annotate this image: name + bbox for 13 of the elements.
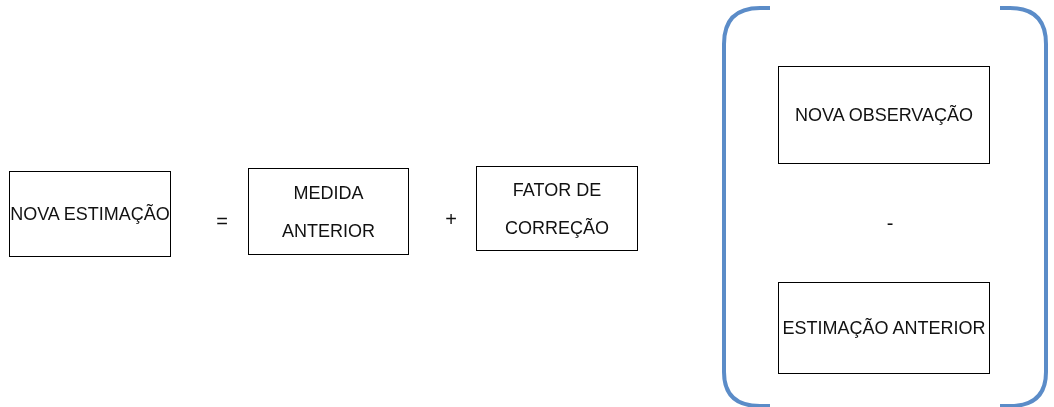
operator-sign: =: [215, 210, 229, 233]
text-box: [476, 166, 638, 251]
box-label: ESTIMAÇÃO ANTERIOR: [782, 317, 986, 340]
box-label: FATOR DE CORREÇÃO: [504, 178, 610, 240]
operator-sign: -: [885, 212, 895, 235]
box-label: NOVA ESTIMAÇÃO: [10, 203, 170, 226]
text-box: [9, 171, 171, 257]
text-box: [248, 168, 409, 255]
text-box: [778, 66, 990, 164]
operator-sign: +: [444, 208, 458, 231]
box-label: MEDIDA ANTERIOR: [281, 181, 376, 243]
text-box: [778, 282, 990, 374]
box-label: NOVA OBSERVAÇÃO: [794, 104, 974, 127]
